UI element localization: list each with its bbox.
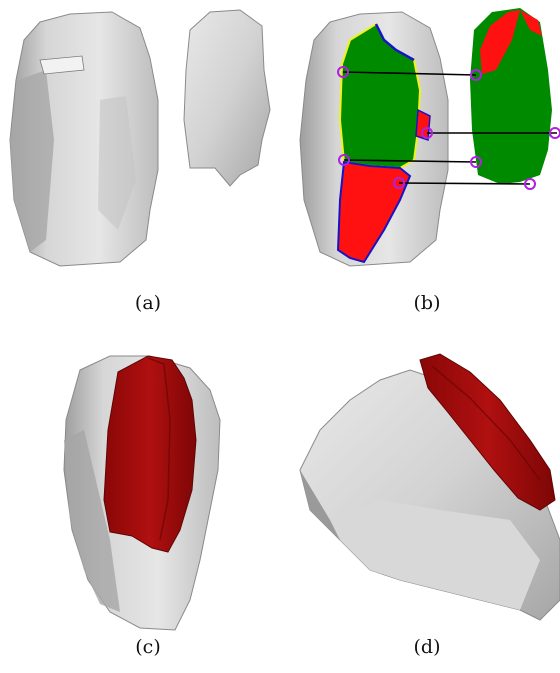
panel-a-stone (10, 12, 158, 266)
panel-c-stone (64, 356, 220, 630)
panel-a-flake (184, 10, 270, 186)
panel-b-flake (470, 8, 552, 184)
panel-b-stone (300, 12, 448, 266)
caption-c: (c) (118, 636, 178, 658)
panel-d-stone (300, 354, 560, 620)
caption-a: (a) (118, 292, 178, 314)
caption-d: (d) (397, 636, 457, 658)
caption-b: (b) (397, 292, 457, 314)
